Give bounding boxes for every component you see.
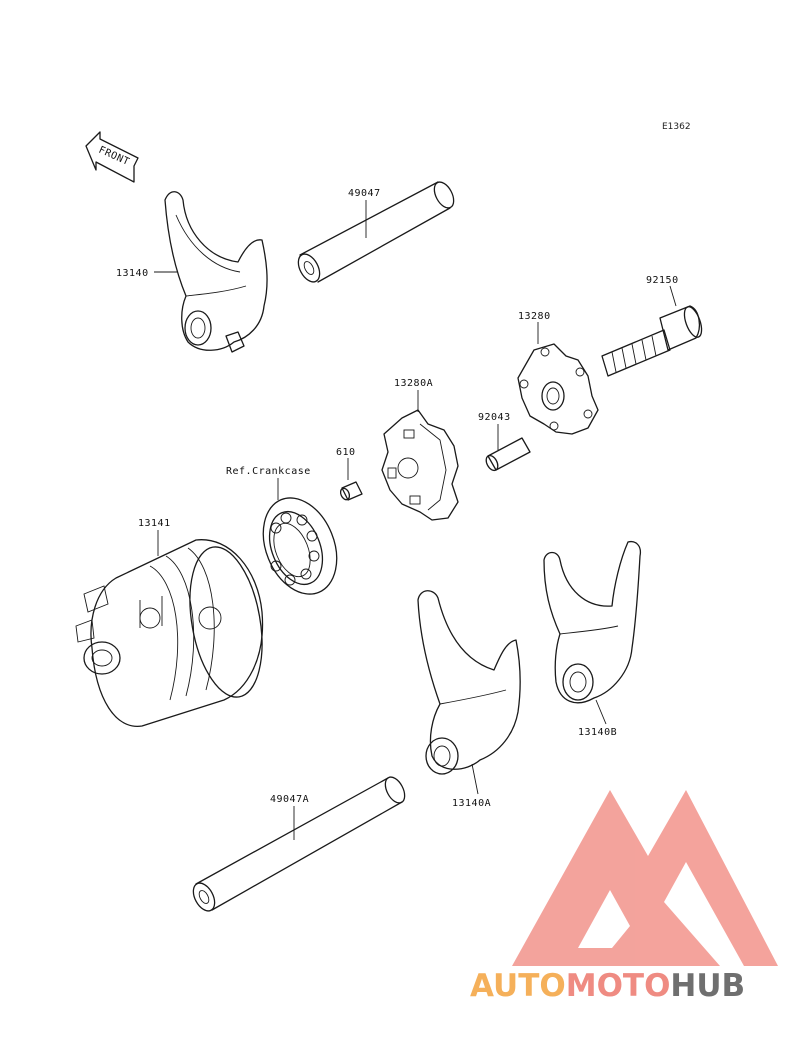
label-13280A: 13280A bbox=[394, 378, 433, 389]
bolt-92150 bbox=[601, 305, 703, 377]
diagram-code: E1362 bbox=[662, 122, 691, 132]
label-13141: 13141 bbox=[138, 518, 171, 529]
label-13140: 13140 bbox=[116, 268, 149, 279]
shift-rod-49047 bbox=[297, 181, 455, 283]
label-13140B: 13140B bbox=[578, 727, 617, 738]
shift-fork-13140B bbox=[543, 540, 642, 704]
shift-drum-13141 bbox=[75, 539, 264, 727]
watermark-hub: HUB bbox=[670, 968, 745, 1004]
label-13140A: 13140A bbox=[452, 798, 491, 809]
watermark-text: AUTOMOTOHUB bbox=[470, 968, 745, 1004]
label-92150: 92150 bbox=[646, 275, 679, 286]
bearing-ref-crankcase bbox=[262, 497, 338, 595]
pin-92043 bbox=[485, 437, 531, 472]
watermark-logo-icon bbox=[512, 790, 778, 966]
label-13280: 13280 bbox=[518, 311, 551, 322]
pin-610 bbox=[339, 481, 363, 501]
shift-fork-13140A bbox=[417, 590, 521, 775]
watermark-moto: MOTO bbox=[566, 968, 671, 1004]
shift-rod-49047A bbox=[192, 776, 406, 912]
label-49047A: 49047A bbox=[270, 794, 309, 805]
label-610: 610 bbox=[336, 447, 356, 458]
cam-13280A bbox=[381, 409, 459, 521]
label-92043: 92043 bbox=[478, 412, 511, 423]
label-ref-crankcase: Ref.Crankcase bbox=[226, 466, 311, 477]
label-49047: 49047 bbox=[348, 188, 381, 199]
front-arrow-icon: FRONT bbox=[85, 131, 139, 183]
watermark-auto: AUTO bbox=[470, 968, 566, 1004]
plate-13280 bbox=[517, 343, 599, 435]
shift-fork-13140 bbox=[164, 191, 268, 353]
